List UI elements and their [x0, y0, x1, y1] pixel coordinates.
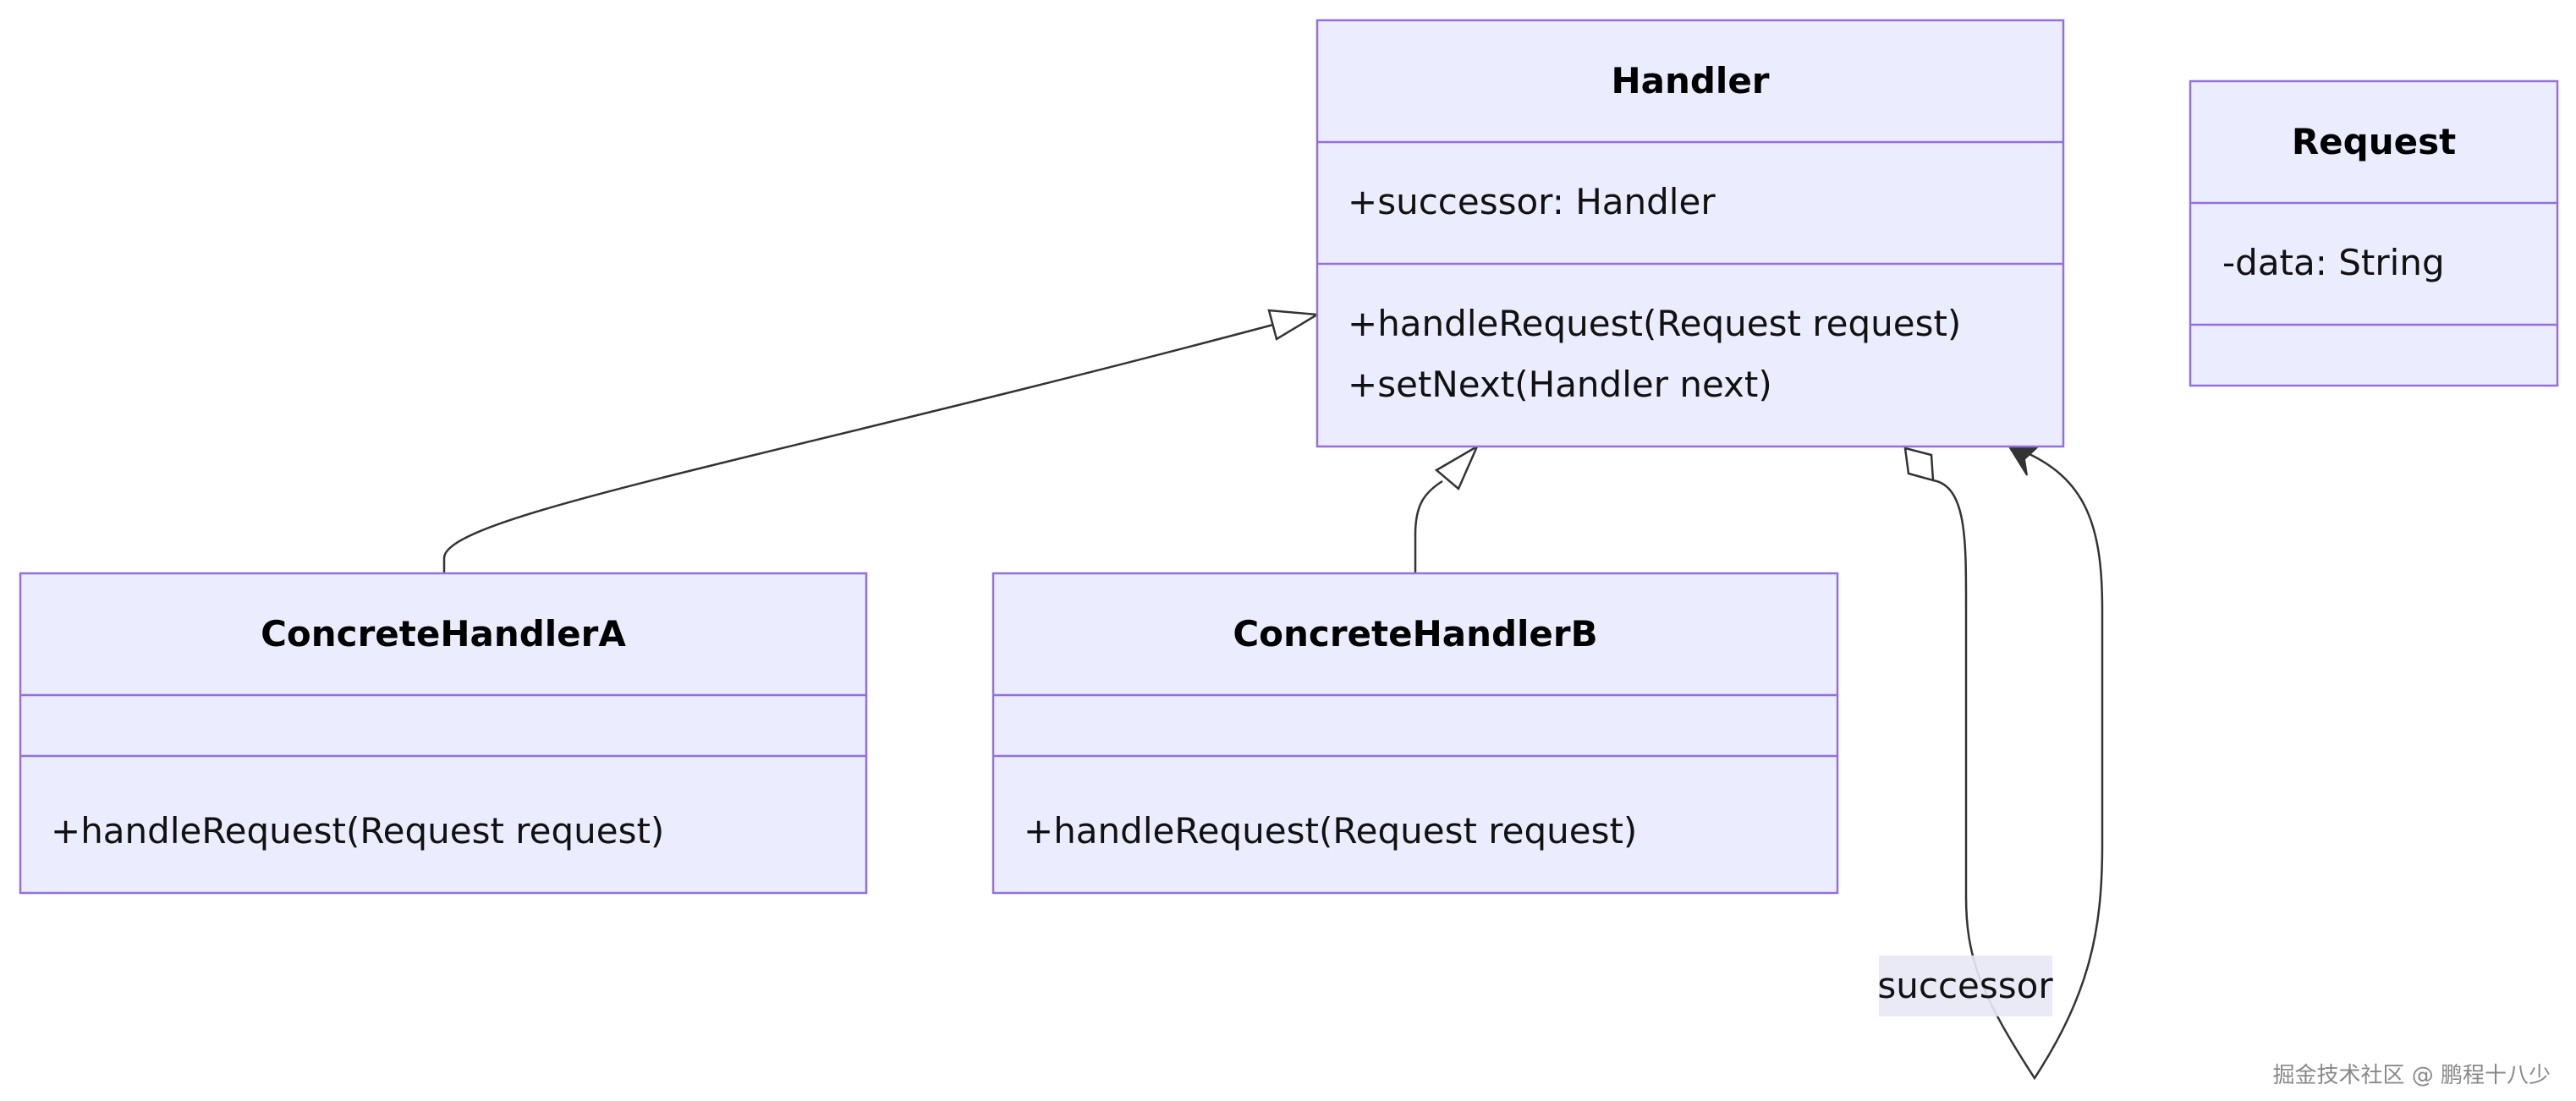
class-concrete-handler-b-title: ConcreteHandlerB [1233, 613, 1597, 655]
class-handler-method: +setNext(Handler next) [1348, 364, 1772, 405]
edge-concrete-a-inherits-handler [442, 323, 1274, 573]
aggregation-diamond [1903, 446, 1935, 482]
class-concrete-handler-a-title: ConcreteHandlerA [261, 613, 626, 655]
class-concrete-handler-b-method: +handleRequest(Request request) [1024, 810, 1637, 852]
edge-concrete-b-inherits-handler [1414, 479, 1443, 573]
class-concrete-handler-a[interactable]: ConcreteHandlerA +handleRequest(Request … [19, 572, 868, 895]
successor-label-bg [1879, 956, 2052, 1016]
class-handler[interactable]: Handler +successor: Handler +handleReque… [1315, 19, 2065, 448]
inheritance-arrowhead-b [1434, 443, 1480, 491]
class-request[interactable]: Request -data: String [2189, 79, 2559, 387]
class-handler-attribute: +successor: Handler [1348, 181, 1716, 222]
watermark: 掘金技术社区 @ 鹏程十八少 [2272, 1063, 2551, 1088]
class-request-attribute: -data: String [2222, 242, 2445, 283]
successor-label: successor [1877, 965, 2053, 1006]
class-concrete-handler-b[interactable]: ConcreteHandlerB +handleRequest(Request … [991, 572, 1839, 895]
class-concrete-handler-a-method: +handleRequest(Request request) [51, 810, 664, 852]
edge-handler-successor-self [1932, 449, 2104, 1081]
class-handler-title: Handler [1611, 60, 1769, 101]
class-handler-method: +handleRequest(Request request) [1348, 303, 1961, 344]
class-request-title: Request [2292, 121, 2456, 162]
successor-arrowhead [2008, 445, 2040, 476]
inheritance-arrowhead-a [1267, 309, 1321, 341]
